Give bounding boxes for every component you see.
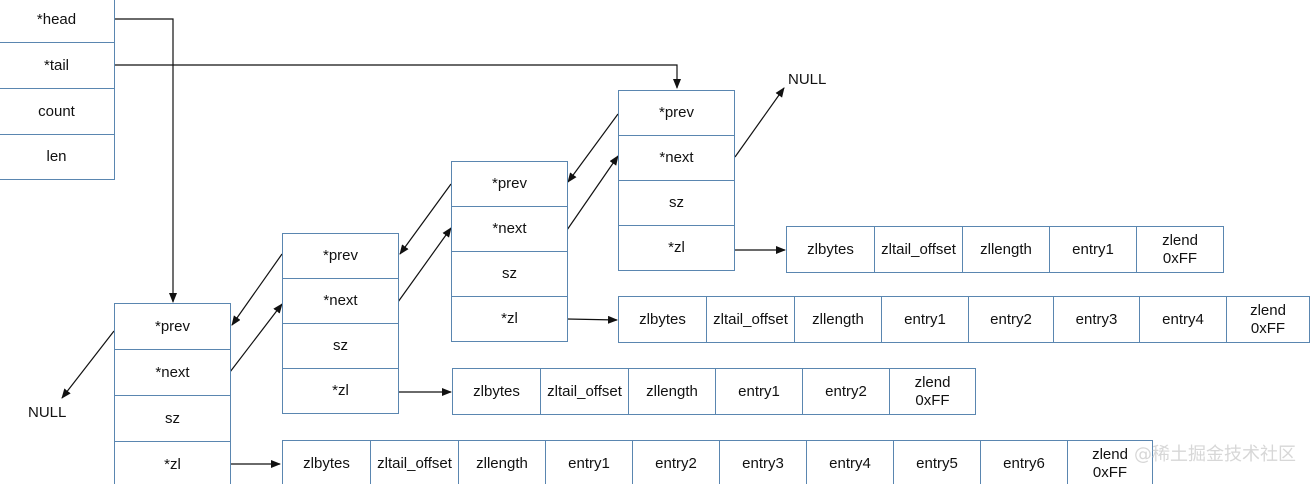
node2-prev-arrow xyxy=(231,253,283,326)
node1-sz-field: sz xyxy=(114,395,231,442)
quicklist-struct: *head *tail count len xyxy=(0,0,115,180)
zl3-zllength: zllength xyxy=(794,296,882,343)
zl1-zllength: zllength xyxy=(458,440,546,484)
quicklist-head-field: *head xyxy=(0,0,115,43)
zl2-entry1: entry1 xyxy=(715,368,803,415)
zl1-entry2: entry2 xyxy=(632,440,720,484)
zl3-entry3: entry3 xyxy=(1053,296,1140,343)
node1-zl-field: *zl xyxy=(114,441,231,484)
zl2-entry2: entry2 xyxy=(802,368,890,415)
zl1-entry4: entry4 xyxy=(806,440,894,484)
node2-next-field: *next xyxy=(282,278,399,324)
zl2-zlbytes: zlbytes xyxy=(452,368,541,415)
zl3-entry2: entry2 xyxy=(968,296,1054,343)
quicklist-node-4: *prev *next sz *zl xyxy=(618,90,735,274)
node1-next-field: *next xyxy=(114,349,231,396)
node4-next-field: *next xyxy=(618,135,735,181)
zl4-zltail-offset: zltail_offset xyxy=(874,226,963,273)
zl3-zltail-offset: zltail_offset xyxy=(706,296,795,343)
zl3-entry1: entry1 xyxy=(881,296,969,343)
node4-next-null-arrow xyxy=(734,87,785,158)
zl1-zltail-offset: zltail_offset xyxy=(370,440,459,484)
tail-pointer-arrow xyxy=(115,64,681,89)
node4-sz-field: sz xyxy=(618,180,735,226)
node4-prev-arrow xyxy=(567,113,619,183)
quicklist-tail-field: *tail xyxy=(0,42,115,89)
null-label-left: NULL xyxy=(28,404,67,421)
zl1-entry6: entry6 xyxy=(980,440,1068,484)
node4-prev-field: *prev xyxy=(618,90,735,136)
node2-zl-field: *zl xyxy=(282,368,399,414)
node3-prev-arrow xyxy=(399,183,452,255)
zl3-zlend: zlend 0xFF xyxy=(1226,296,1310,343)
node3-sz-field: sz xyxy=(451,251,568,297)
ziplist-2: zlbytes zltail_offset zllength entry1 en… xyxy=(452,368,976,415)
zl2-zllength: zllength xyxy=(628,368,716,415)
null-label-right: NULL xyxy=(788,71,827,88)
zl3-entry4: entry4 xyxy=(1139,296,1227,343)
node1-next-arrow xyxy=(229,303,283,373)
ziplist-3: zlbytes zltail_offset zllength entry1 en… xyxy=(618,296,1310,343)
zl1-zlbytes: zlbytes xyxy=(282,440,371,484)
quicklist-len-field: len xyxy=(0,134,115,180)
node3-zl-arrow xyxy=(566,315,618,324)
node2-sz-field: sz xyxy=(282,323,399,369)
node4-zl-field: *zl xyxy=(618,225,735,271)
node1-prev-field: *prev xyxy=(114,303,231,350)
zl1-zlend: zlend 0xFF xyxy=(1067,440,1153,484)
zl2-zlend: zlend 0xFF xyxy=(889,368,976,415)
ziplist-4: zlbytes zltail_offset zllength entry1 zl… xyxy=(786,226,1224,273)
node3-next-arrow xyxy=(566,155,619,231)
zl4-zlbytes: zlbytes xyxy=(786,226,875,273)
watermark-text: @稀土掘金技术社区 xyxy=(1134,444,1296,465)
node3-zl-field: *zl xyxy=(451,296,568,342)
quicklist-node-1: *prev *next sz *zl xyxy=(114,303,231,484)
zl2-zltail-offset: zltail_offset xyxy=(540,368,629,415)
quicklist-node-2: *prev *next sz *zl xyxy=(282,233,399,417)
zl1-entry3: entry3 xyxy=(719,440,807,484)
node2-next-arrow xyxy=(397,227,452,303)
zl3-zlbytes: zlbytes xyxy=(618,296,707,343)
ziplist-1: zlbytes zltail_offset zllength entry1 en… xyxy=(282,440,1153,484)
zl1-entry1: entry1 xyxy=(545,440,633,484)
zl4-zllength: zllength xyxy=(962,226,1050,273)
zl4-entry1: entry1 xyxy=(1049,226,1137,273)
node3-prev-field: *prev xyxy=(451,161,568,207)
quicklist-count-field: count xyxy=(0,88,115,135)
head-pointer-arrow xyxy=(115,18,177,303)
quicklist-node-3: *prev *next sz *zl xyxy=(451,161,568,345)
node1-prev-null-arrow xyxy=(61,330,115,399)
node3-next-field: *next xyxy=(451,206,568,252)
zl1-entry5: entry5 xyxy=(893,440,981,484)
node2-prev-field: *prev xyxy=(282,233,399,279)
zl4-zlend: zlend 0xFF xyxy=(1136,226,1224,273)
